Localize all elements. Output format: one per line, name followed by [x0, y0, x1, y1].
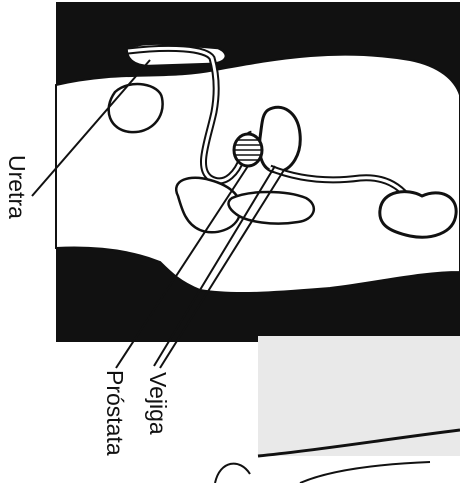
label-bladder: Vejiga — [146, 372, 169, 435]
bowel-loop-right — [380, 192, 456, 238]
adjacent-figure-sketch — [215, 462, 430, 483]
label-urethra: Uretra — [5, 155, 28, 219]
bladder-outline — [260, 107, 301, 172]
scrotal-lobe — [109, 84, 163, 132]
label-prostate: Próstata — [103, 370, 126, 456]
adjacent-figure-stippled-area — [258, 336, 460, 456]
